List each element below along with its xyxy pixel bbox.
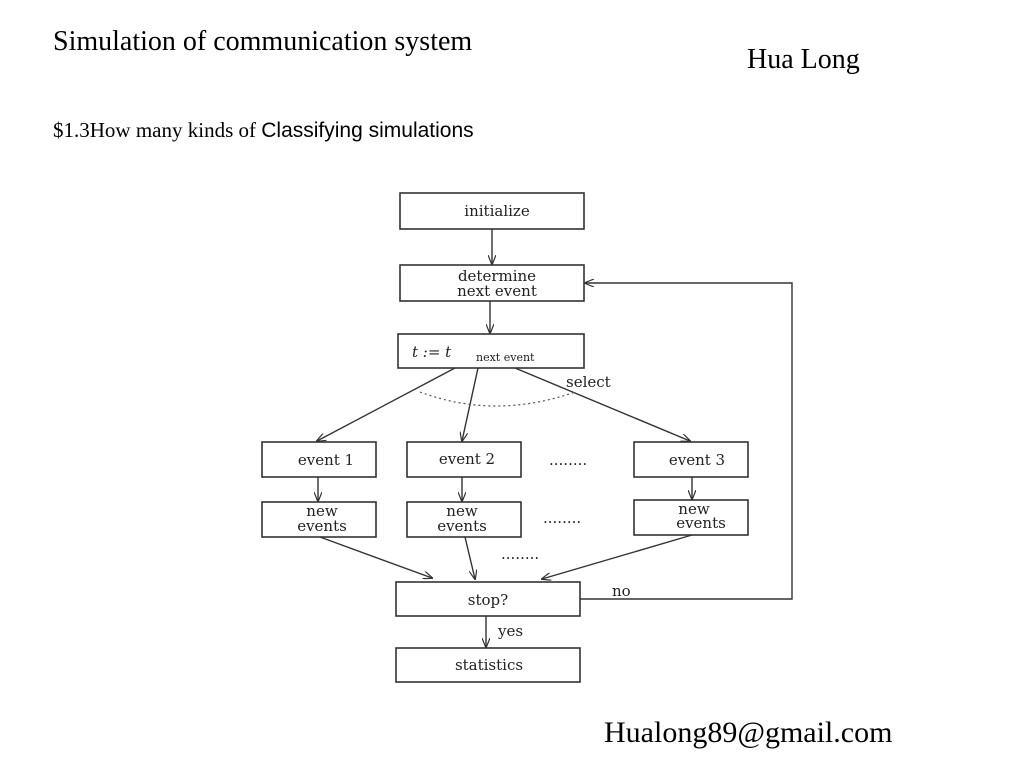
node-new-events-2: new events — [406, 501, 522, 538]
node-statistics-label: statistics — [455, 656, 523, 674]
node-determine-label-line2: next event — [457, 282, 537, 300]
node-new-events-3-line2: events — [676, 514, 726, 532]
node-stop-label: stop? — [468, 591, 508, 609]
edge-new2-to-stop — [464, 536, 475, 579]
node-new-events-3: new events — [633, 499, 749, 536]
node-event-2-label: event 2 — [439, 450, 495, 468]
node-new-events-2-line2: events — [437, 517, 487, 535]
subtitle-prefix: $1.3How many kinds of — [53, 118, 262, 142]
select-arc — [419, 391, 576, 407]
edge-time-to-event1 — [317, 367, 456, 441]
slide-subtitle: $1.3How many kinds of Classifying simula… — [53, 118, 474, 143]
edge-label-select: select — [566, 373, 611, 391]
node-new-events-1: new events — [261, 501, 377, 538]
node-initialize: initialize — [399, 192, 585, 230]
node-time-var: t := t — [412, 343, 452, 361]
node-event-3: event 3 — [633, 441, 749, 478]
slide-title: Simulation of communication system — [53, 26, 473, 57]
edge-label-yes: yes — [497, 622, 523, 640]
node-event-3-label: event 3 — [669, 451, 725, 469]
node-event-2: event 2 — [406, 441, 522, 478]
node-determine-label-line1: determine — [458, 267, 536, 285]
ellipsis-merge: ........ — [501, 545, 539, 563]
subtitle-sans: Classifying simulations — [261, 119, 474, 142]
node-time-sub: next event — [476, 351, 535, 364]
edge-new3-to-stop — [542, 534, 693, 579]
edge-time-to-event3 — [514, 367, 690, 441]
edge-label-no: no — [612, 582, 631, 600]
node-new-events-3-line1: new — [678, 500, 710, 518]
node-new-events-2-line1: new — [446, 502, 478, 520]
node-event-1: event 1 — [261, 441, 377, 478]
author-name: Hua Long — [747, 44, 860, 75]
node-event-1-label: event 1 — [298, 451, 354, 469]
edge-new1-to-stop — [319, 536, 432, 578]
edge-stop-no-loop — [580, 283, 793, 600]
ellipsis-new-events: ........ — [543, 509, 581, 527]
node-initialize-label: initialize — [464, 202, 530, 220]
node-statistics: statistics — [395, 647, 581, 683]
node-stop: stop? — [395, 581, 581, 617]
node-new-events-1-line2: events — [297, 517, 347, 535]
ellipsis-events: ........ — [549, 451, 587, 469]
node-new-events-1-line1: new — [306, 502, 338, 520]
node-time-update: t := t next event — [397, 333, 585, 369]
node-determine-next-event: determine next event — [399, 264, 585, 302]
author-email: Hualong89@gmail.com — [604, 716, 893, 749]
